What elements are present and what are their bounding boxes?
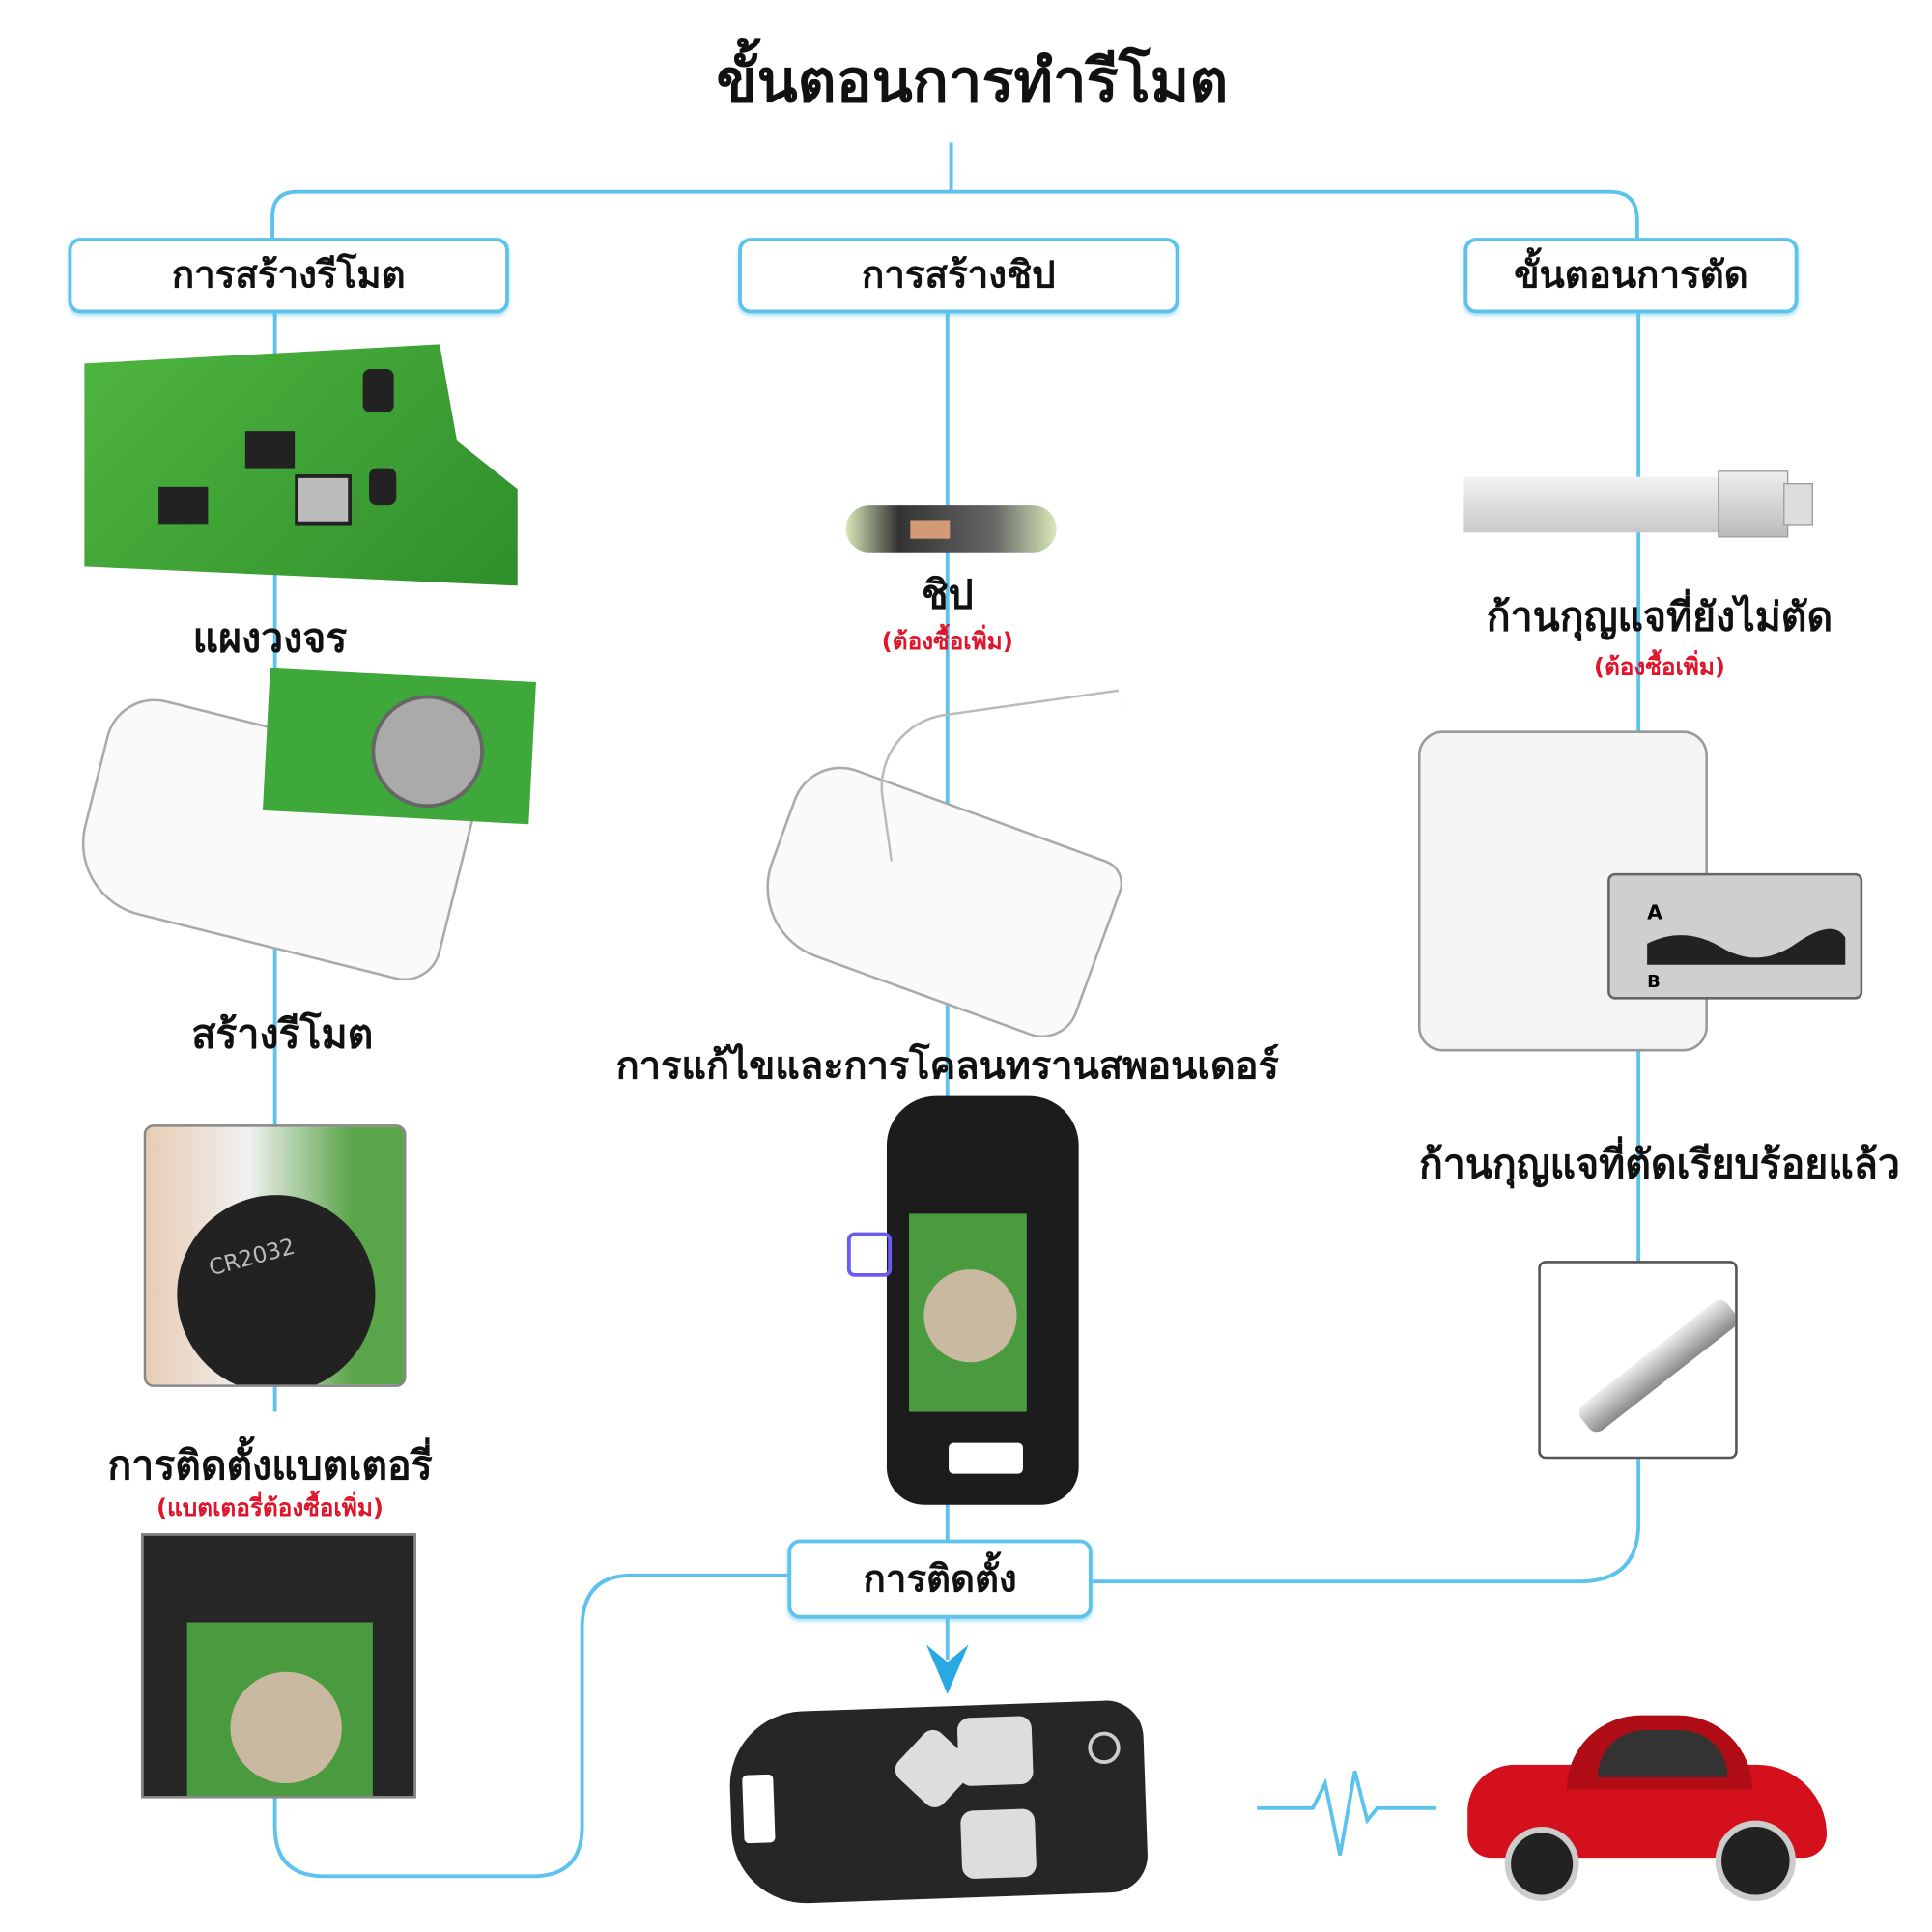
screen-mark-b: B [1647, 972, 1661, 992]
install-step-box: การติดตั้ง [787, 1539, 1093, 1619]
battery-in-remote-photo [141, 1533, 416, 1799]
cut-profile-screen: A B [1607, 872, 1863, 1000]
cut-branch-line [1090, 309, 1641, 1584]
pcb-label: แผงวงจร [192, 613, 348, 662]
cut-key-blade-photo [1538, 1261, 1738, 1460]
flip-key-open-image [886, 1095, 1079, 1505]
battery-to-install-line [272, 1573, 788, 1879]
battery-install-label: การติดตั้งแบตเตอรี่ [107, 1441, 433, 1490]
pcb-with-battery-image [262, 668, 536, 825]
pcb-image [84, 344, 518, 586]
uncut-blade-label: ก้านกุญแจที่ยังไม่ตัด [1486, 593, 1833, 640]
page-title: ขั้นตอนการทำรีโมต [716, 46, 1229, 117]
finished-flip-key-image [727, 1699, 1150, 1906]
blade-purchase-note: (ต้องซื้อเพิ่ม) [1593, 653, 1726, 682]
branch-line [270, 189, 1639, 239]
cut-blade-label: ก้านกุญแจที่ตัดเรียบร้อยแล้ว [1418, 1140, 1900, 1188]
build-remote-label: สร้างรีโมต [191, 1010, 374, 1058]
chip-purchase-note: (ต้องซื้อเพิ่ม) [881, 627, 1013, 656]
transponder-clone-label: การแก้ไขและการโคลนทรานสพอนเดอร์ [615, 1043, 1279, 1089]
red-car-image [1467, 1715, 1828, 1901]
pointing-hand-icon [846, 1232, 893, 1277]
chip-label: ชิป [921, 571, 974, 618]
battery-photo: CR2032 [143, 1124, 407, 1387]
transponder-chip-image [845, 505, 1057, 553]
screen-mark-a: A [1647, 900, 1663, 924]
battery-purchase-note: (แบตเตอรี่ต้องซื้อเพิ่ม) [156, 1494, 384, 1522]
header-cut-steps: ขั้นตอนการตัด [1463, 238, 1799, 314]
signal-pulse-icon [1257, 1770, 1437, 1856]
arrow-down-icon [925, 1644, 969, 1694]
header-remote-build: การสร้างรีโมต [68, 238, 509, 314]
uncut-key-blade-image [1463, 470, 1813, 538]
header-chip-build: การสร้างชิป [738, 238, 1179, 314]
